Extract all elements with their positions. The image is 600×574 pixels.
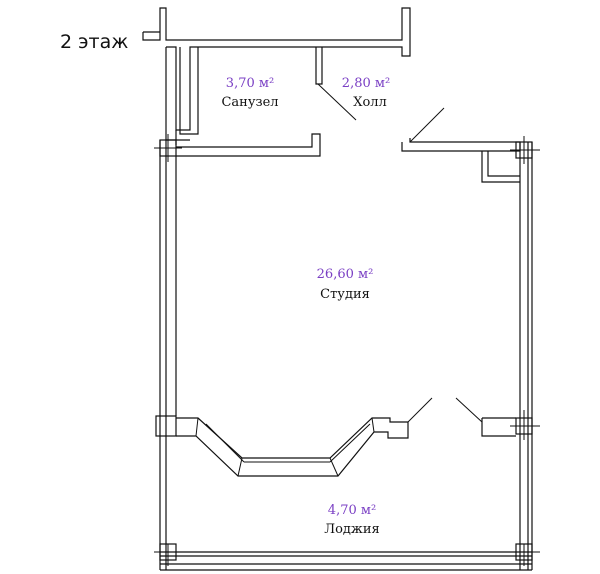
loggia-partition <box>176 397 516 477</box>
hall-name: Холл <box>353 95 387 110</box>
bottom-wall <box>160 551 532 571</box>
left-wall <box>154 134 182 570</box>
bathroom-area: 3,70 м² <box>226 76 274 91</box>
loggia-area: 4,70 м² <box>328 503 376 518</box>
entrance-walls <box>401 107 521 183</box>
top-walls <box>142 7 411 145</box>
studio-name: Студия <box>320 287 370 302</box>
loggia-name: Лоджия <box>324 522 380 537</box>
right-wall <box>510 136 540 570</box>
bathroom-walls <box>176 133 321 157</box>
floor-label: 2 этаж <box>60 31 128 53</box>
studio-area: 26,60 м² <box>317 267 374 282</box>
bathroom-name: Санузел <box>221 95 278 110</box>
hall-area: 2,80 м² <box>342 76 390 91</box>
